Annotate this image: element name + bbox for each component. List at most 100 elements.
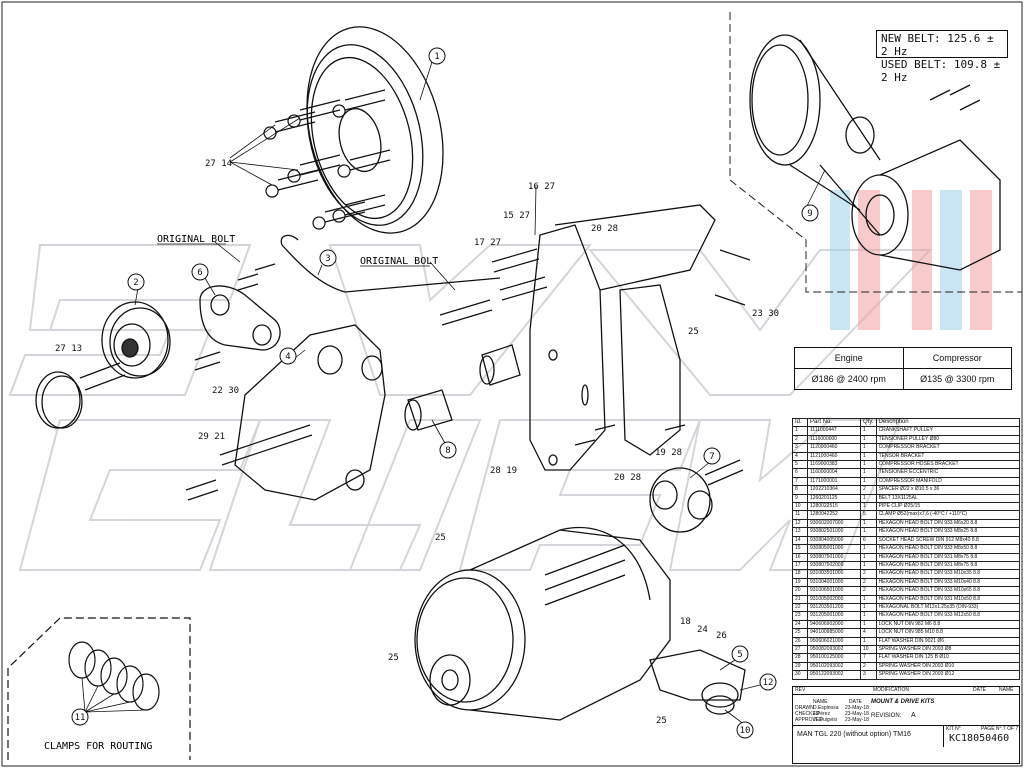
parts-cell-qty: 1: [860, 468, 877, 478]
label-28-19: 28 19: [490, 466, 517, 476]
parts-cell-id: 15: [792, 544, 808, 554]
watermark-accent: [830, 190, 992, 330]
parts-cell-id: 1: [792, 426, 808, 436]
parts-cell-qty: 1: [860, 594, 877, 604]
parts-cell-qty: 2: [860, 485, 877, 495]
parts-cell-part: 930807502000: [807, 560, 861, 571]
parts-cell-qty: 1: [860, 527, 877, 537]
parts-cell-id: 6: [792, 468, 808, 478]
parts-cell-desc: HEXAGON HEAD BOLT DIN 933 M10x35 8.8: [875, 569, 1021, 579]
parts-cell-id: 17: [792, 560, 808, 571]
compressor-speed: Ø135 @ 3300 rpm: [902, 368, 1012, 390]
parts-cell-id: 8: [792, 485, 808, 495]
parts-cell-part: 930804005000: [807, 535, 861, 546]
label-26: 26: [716, 631, 727, 641]
parts-cell-qty: 3: [860, 670, 877, 680]
parts-cell-id: 19: [792, 577, 808, 588]
parts-cell-id: 22: [792, 602, 808, 613]
parts-cell-qty: 1: [860, 552, 877, 562]
parts-cell-qty: 1: [860, 636, 877, 646]
balloon-2: 2: [133, 278, 138, 288]
clamps-callout: CLAMPS FOR ROUTING: [44, 741, 152, 752]
tensioner-eccentric: [194, 263, 281, 371]
label-15-27: 15 27: [503, 211, 530, 221]
parts-cell-qty: 1: [860, 611, 877, 621]
parts-cell-qty: 1: [860, 434, 877, 445]
balloon-12: 12: [763, 678, 774, 688]
drawn-name: D.Espinosa: [813, 705, 839, 711]
parts-cell-qty: 10: [860, 644, 877, 655]
parts-cell-qty: 1: [860, 619, 877, 630]
parts-cell-desc: HEXAGON HEAD BOLT DIN 933 M10x65 8.8: [875, 586, 1021, 596]
parts-cell-part: 950082093002: [807, 644, 861, 655]
parts-cell-part: 931004001000: [807, 577, 861, 588]
parts-cell-part: 931003501000: [807, 569, 861, 579]
kit-number: KC18050460: [949, 733, 1010, 744]
parts-cell-part: 1280042252: [807, 510, 861, 520]
detail-frame: [729, 12, 1022, 293]
balloon-7: 7: [709, 452, 714, 462]
parts-cell-desc: COMPRESSOR MANIFOLD: [875, 476, 1021, 487]
modification-header: MODIFICATION: [873, 687, 910, 693]
label-29-21: 29 21: [198, 432, 225, 442]
crankshaft-pulley: [306, 26, 444, 234]
parts-cell-qty: 4: [860, 628, 877, 638]
dust-cap: [35, 362, 126, 429]
parts-cell-part: 950100125000: [807, 653, 861, 663]
parts-cell-desc: TENSOR BRACKET: [875, 451, 1021, 462]
rev-header: REV: [795, 687, 806, 693]
approved-name: JL.Puigvisi: [813, 717, 837, 723]
engine-speed: Ø186 @ 2400 rpm: [794, 368, 904, 390]
balloon-11: 11: [75, 713, 86, 723]
parts-cell-id: 26: [792, 636, 808, 646]
parts-header-id: Id.: [792, 417, 808, 428]
parts-cell-id: 13: [792, 527, 808, 537]
belt-detail: [749, 34, 1001, 271]
parts-cell-desc: HEXAGON HEAD BOLT DIN 931 M8x75 8.8: [875, 560, 1021, 571]
pulley-speed-table: Engine Compressor Ø186 @ 2400 rpm Ø135 @…: [794, 347, 1012, 390]
parts-cell-id: 3: [792, 443, 808, 453]
parts-cell-id: 27: [792, 644, 808, 655]
drawn-label: DRAWN: [795, 705, 814, 711]
parts-cell-desc: HEXAGON HEAD BOLT DIN 933 M6x20 8.8: [875, 518, 1021, 529]
revision-value: A: [911, 712, 916, 719]
parts-cell-part: 940606902000: [807, 619, 861, 630]
parts-cell-qty: 1: [860, 502, 877, 512]
parts-cell-part: 1120000460: [807, 443, 861, 453]
drawing-title: MAN TGL 220 (without option) TM16: [797, 731, 911, 738]
balloon-8: 8: [445, 446, 450, 456]
balloon-9: 9: [807, 209, 812, 219]
title-block: REV MODIFICATION DATE NAME NAME DATE DRA…: [792, 686, 1020, 764]
parts-cell-part: 1280022515: [807, 502, 861, 512]
parts-cell-part: 950606021000: [807, 636, 861, 646]
parts-cell-id: 23: [792, 611, 808, 621]
parts-cell-desc: CLAMP Ø52(max)x7,6 (-40°C / +110°C): [875, 510, 1021, 520]
label-25-b: 25: [435, 533, 446, 543]
label-19-28: 19 28: [655, 448, 682, 458]
parts-cell-qty: 1: [860, 544, 877, 554]
parts-cell-part: 1202210364: [807, 485, 861, 495]
parts-cell-desc: SOCKET HEAD SCREW DIN 912 M8x40 8.8: [875, 535, 1021, 546]
part-labels: 27 14 27 13 22 30 29 21 17 27 15 27 16 2…: [55, 159, 779, 726]
parts-cell-desc: SPACER Ø22 x Ø10.5 x 36: [875, 485, 1021, 495]
parts-cell-id: 28: [792, 653, 808, 663]
parts-cell-part: 931203501200: [807, 602, 861, 613]
compressor-manifold: [649, 459, 744, 533]
original-bolt-callout-2: ORIGINAL BOLT: [360, 256, 438, 267]
socket-bolts: [263, 89, 391, 230]
parts-cell-desc: HEXAGON HEAD BOLT DIN 933 M8x25 8.8: [875, 527, 1021, 537]
parts-cell-desc: TENSIONER PULLEY Ø80: [875, 434, 1021, 445]
